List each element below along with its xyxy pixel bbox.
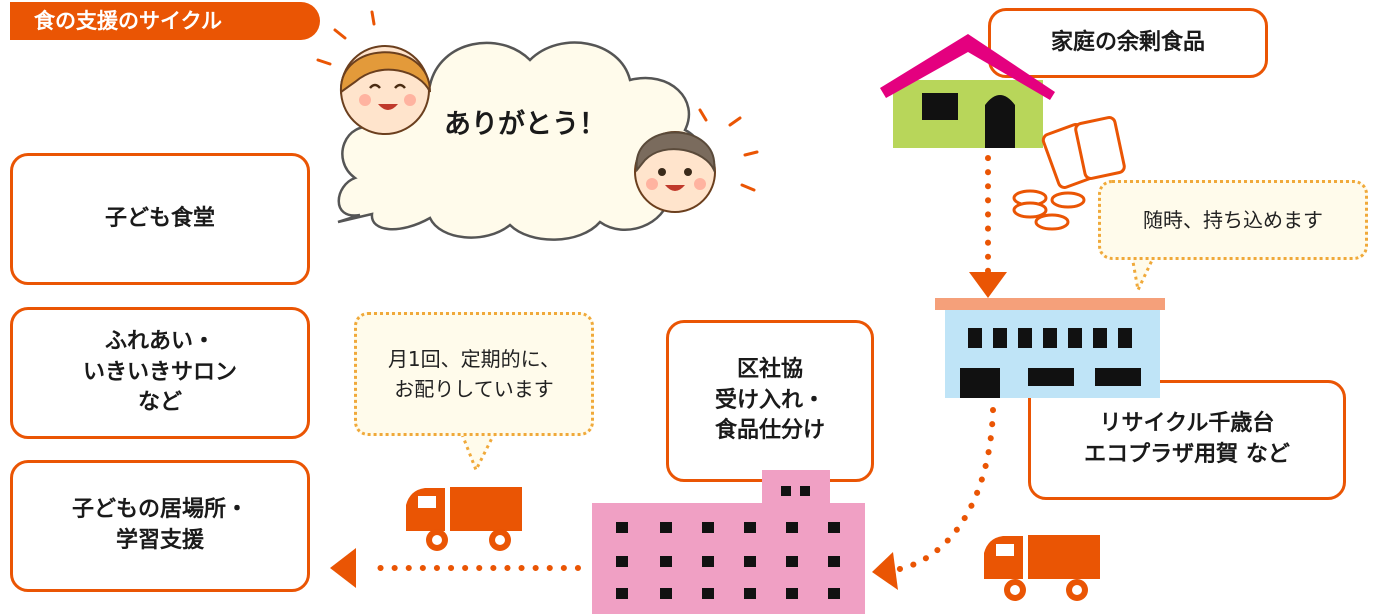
joy-lines — [316, 10, 759, 192]
arrow-down-to-collection — [969, 272, 1007, 298]
truck-icon-left — [406, 487, 522, 551]
arrow-to-destinations — [330, 548, 356, 588]
girl-face-icon — [339, 45, 431, 135]
boy-face-icon — [634, 131, 716, 213]
house-icon — [880, 34, 1055, 148]
collection-points-box: リサイクル千歳台 エコプラザ用賀 など — [1028, 380, 1346, 500]
household-surplus-box: 家庭の余剰食品 — [988, 8, 1268, 78]
anytime-bubble-tail — [1130, 255, 1156, 295]
hub-box: 区社協 受け入れ・ 食品仕分け — [666, 320, 874, 482]
hub-building-icon — [592, 470, 865, 614]
thank-you-text: ありがとう！ — [444, 109, 606, 140]
monthly-distribution-note: 月1回、定期的に、 お配りしています — [354, 312, 594, 436]
food-items-icon — [1012, 116, 1126, 231]
collection-building-icon — [935, 298, 1165, 398]
diagram-title: 食の支援のサイクル — [10, 2, 320, 40]
arrow-to-hub — [872, 552, 898, 590]
anytime-dropoff-note: 随時、持ち込めます — [1098, 180, 1368, 260]
hub-building-windows — [616, 522, 840, 599]
destination-box-salon: ふれあい・ いきいきサロン など — [10, 307, 310, 439]
destination-box-ibasho: 子どもの居場所・ 学習支援 — [10, 460, 310, 592]
monthly-bubble-tail — [460, 433, 496, 474]
truck-icon-right — [984, 535, 1100, 601]
destination-box-kodomo-shokudo: 子ども食堂 — [10, 153, 310, 285]
flow-lines — [369, 155, 996, 573]
